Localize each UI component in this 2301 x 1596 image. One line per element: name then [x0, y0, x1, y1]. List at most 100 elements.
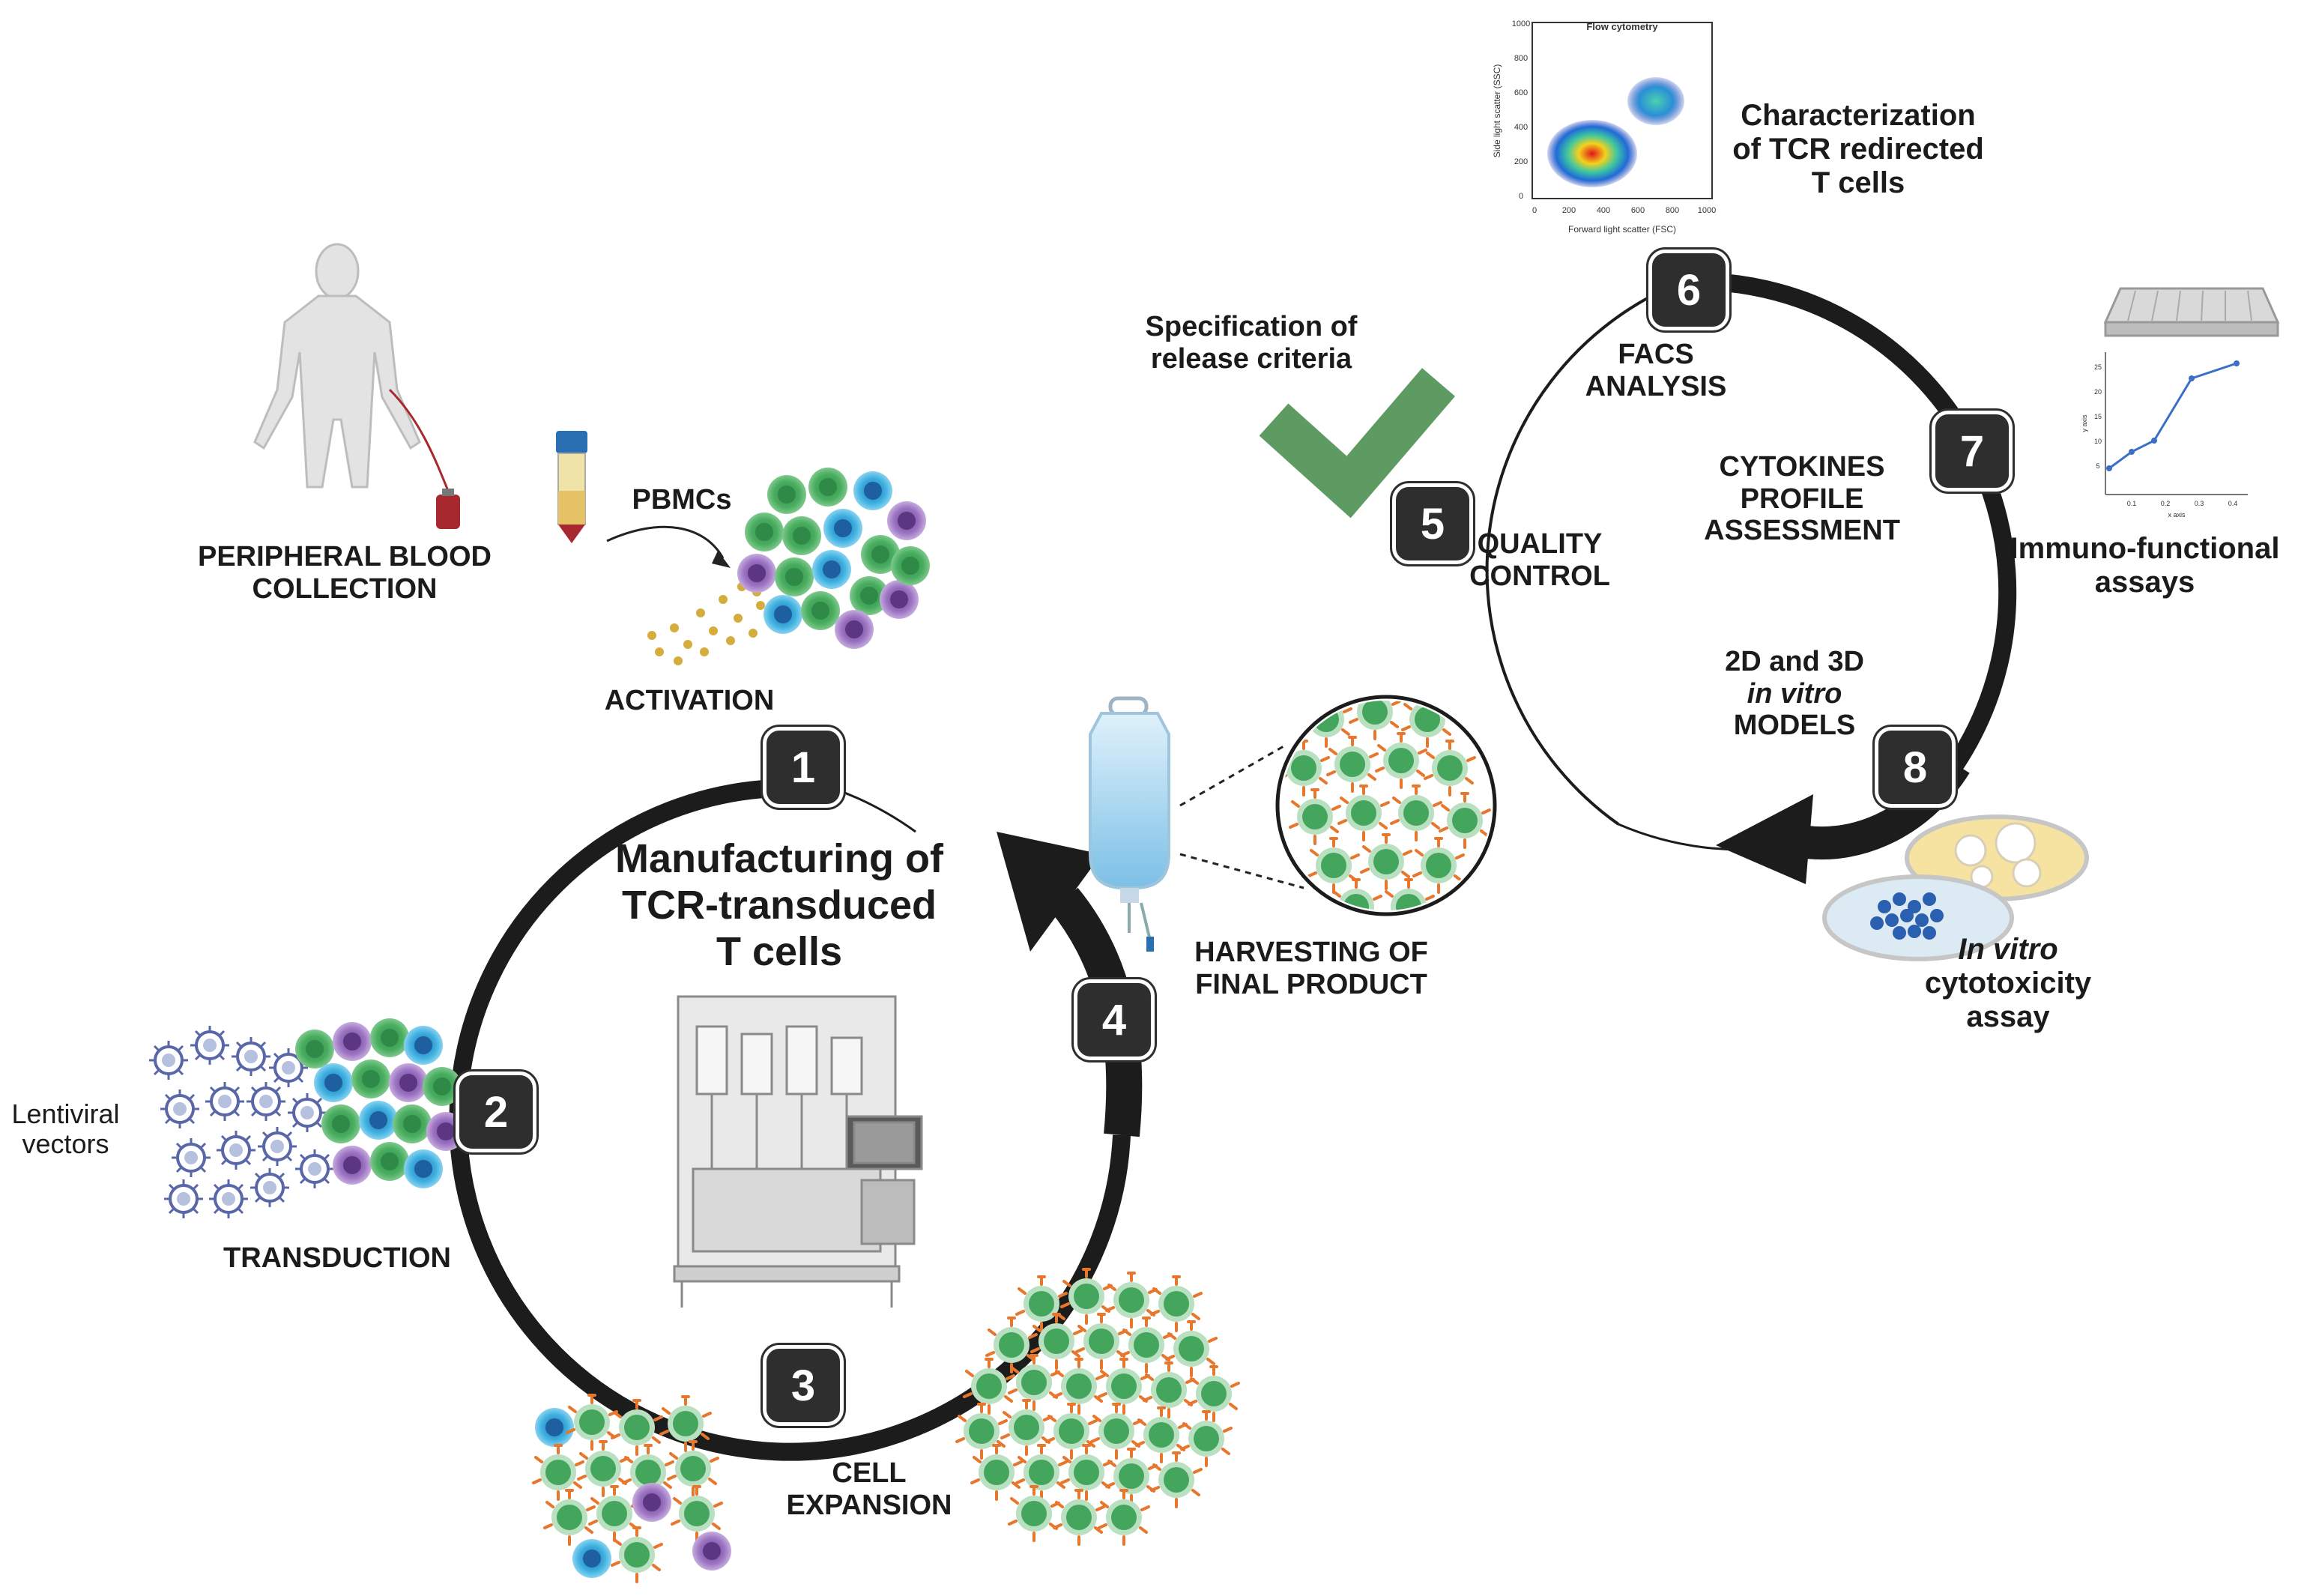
lentiviral-line-1: Lentiviral: [11, 1098, 120, 1129]
cytokines-line-2: PROFILE: [1740, 483, 1864, 515]
characterization-line-3: T cells: [1811, 166, 1905, 199]
models-line-3: MODELS: [1733, 710, 1856, 742]
flow-plot-x-tick: 800: [1666, 206, 1679, 215]
flow-plot-x-tick: 0: [1532, 206, 1537, 215]
human-figure-icon: [253, 243, 421, 489]
step-badge-4: 4: [1074, 979, 1155, 1060]
line-plot-xlabel: x axis: [2168, 511, 2186, 519]
cell-expansion-line-2: EXPANSION: [786, 1489, 952, 1521]
harvesting-line-1: HARVESTING OF: [1194, 937, 1428, 968]
peripheral-blood-line-2: COLLECTION: [252, 572, 438, 605]
flow-plot-xlabel: Forward light scatter (FSC): [1568, 224, 1676, 235]
flow-plot-y-tick: 200: [1514, 157, 1528, 166]
title-line-3: T cells: [716, 929, 843, 975]
pbmcs-label: PBMCs: [632, 484, 732, 516]
models-line-2: in vitro: [1747, 677, 1842, 710]
quality-control-label: QUALITY CONTROL: [1446, 528, 1633, 592]
title-line-2: TCR-transduced: [621, 883, 937, 928]
qc-arrow-head: [1716, 794, 1813, 884]
step-badge-5: 5: [1392, 483, 1473, 564]
step-badge-8: 8: [1875, 727, 1956, 808]
line-plot-y-tick: 5: [2096, 462, 2099, 470]
qc-thin-arc: [1485, 280, 1683, 826]
step-badge-2: 2: [456, 1071, 536, 1152]
cytotoxicity-line-3: assay: [1966, 1000, 2050, 1033]
harvesting-line-2: FINAL PRODUCT: [1195, 968, 1427, 1000]
quality-control-line-2: CONTROL: [1469, 560, 1610, 592]
release-criteria-line-1: Specification of: [1145, 311, 1358, 342]
flow-plot-ylabel: Side light scatter (SSC): [1492, 64, 1502, 158]
line-plot-x-tick: 0.2: [2161, 500, 2171, 507]
cell-expansion-small-cluster: [532, 1394, 731, 1583]
in-vitro-models-label: 2D and 3D in vitro MODELS: [1690, 646, 1899, 742]
cell-expansion-large-cluster: [955, 1268, 1240, 1546]
line-plot-y-tick: 25: [2094, 363, 2102, 371]
peripheral-blood-line-1: PERIPHERAL BLOOD: [197, 541, 492, 572]
line-plot-series: [2108, 362, 2237, 470]
models-line-1: 2D and 3D: [1725, 646, 1864, 677]
characterization-line-2: of TCR redirected: [1732, 132, 1984, 166]
bioreactor-machine-icon: [673, 995, 923, 1308]
cytotoxicity-label: In vitro cytotoxicity assay: [1903, 933, 2113, 1033]
activation-beads: [647, 582, 780, 665]
cytokines-label: CYTOKINES PROFILE ASSESSMENT: [1682, 451, 1922, 547]
return-arrow-head: [997, 832, 1101, 952]
release-criteria-label: Specification of release criteria: [1116, 311, 1386, 375]
pbmc-arrow: [606, 525, 725, 559]
line-plot-x-tick: 0.3: [2195, 500, 2204, 507]
diagram-title: Manufacturing of TCR-transduced T cells: [569, 835, 989, 975]
immuno-line-1: Immuno-functional: [2010, 532, 2280, 565]
flow-plot-y-tick: 1000: [1512, 19, 1530, 28]
flow-plot-x-tick: 400: [1597, 206, 1610, 215]
checkmark-icon: [1259, 368, 1456, 519]
cytokines-line-3: ASSESSMENT: [1704, 515, 1900, 547]
cytotoxicity-line-1: In vitro: [1958, 933, 2058, 966]
flow-plot-y-tick: 600: [1514, 88, 1528, 97]
cytotoxicity-line-2: cytotoxicity: [1924, 966, 2092, 1000]
line-plot-x-tick: 0.1: [2127, 500, 2137, 507]
facs-line-1: FACS: [1618, 339, 1694, 370]
line-plot-y-tick: 20: [2094, 388, 2102, 396]
immuno-line-2: assays: [2094, 565, 2195, 599]
transduction-label: TRANSDUCTION: [223, 1242, 451, 1274]
quality-control-line-1: QUALITY: [1477, 528, 1603, 560]
zoomed-final-product: [1275, 695, 1497, 916]
pbmc-cell-cluster: [737, 468, 930, 649]
flow-cytometry-plot: Flow cytometry Forward light scatter (FS…: [1492, 19, 1716, 235]
flow-plot-y-tick: 800: [1514, 54, 1528, 63]
line-plot-ylabel: y axis: [2081, 414, 2088, 432]
flow-plot-x-tick: 600: [1631, 206, 1645, 215]
flow-plot-x-tick: 200: [1562, 206, 1576, 215]
step-badge-1: 1: [763, 727, 844, 808]
lentiviral-line-2: vectors: [22, 1128, 109, 1160]
step-badge-3: 3: [763, 1345, 844, 1426]
step-badge-7: 7: [1932, 411, 2013, 492]
petri-dish-icons: [1822, 814, 2089, 961]
peripheral-blood-label: PERIPHERAL BLOOD COLLECTION: [195, 541, 495, 605]
iv-bag-icon: [1089, 696, 1170, 952]
harvesting-label: HARVESTING OF FINAL PRODUCT: [1169, 937, 1454, 1000]
immuno-functional-label: Immuno-functional assays: [1993, 532, 2297, 599]
flow-plot-y-tick: 0: [1519, 192, 1523, 201]
line-plot-x-tick: 0.4: [2228, 500, 2238, 507]
blood-tube-icon: [556, 431, 587, 543]
step-badge-6: 6: [1648, 250, 1729, 330]
flow-plot-x-tick: 1000: [1698, 206, 1716, 215]
lentiviral-label: Lentiviral vectors: [0, 1098, 131, 1160]
flow-plot-title: Flow cytometry: [1586, 21, 1658, 32]
title-line-1: Manufacturing of: [615, 836, 943, 881]
activation-label: ACTIVATION: [604, 685, 775, 716]
microplate-icon: [2103, 287, 2280, 337]
cytokines-line-1: CYTOKINES: [1719, 451, 1885, 483]
release-criteria-line-2: release criteria: [1150, 342, 1352, 375]
flow-plot-y-tick: 400: [1514, 123, 1528, 132]
line-plot-y-tick: 15: [2094, 413, 2102, 420]
characterization-line-1: Characterization: [1741, 99, 1976, 132]
facs-label: FACS ANALYSIS: [1558, 339, 1753, 402]
characterization-label: Characterization of TCR redirected T cel…: [1716, 99, 2001, 199]
blood-bag-icon: [388, 388, 460, 529]
cell-expansion-line-1: CELL: [832, 1457, 907, 1489]
